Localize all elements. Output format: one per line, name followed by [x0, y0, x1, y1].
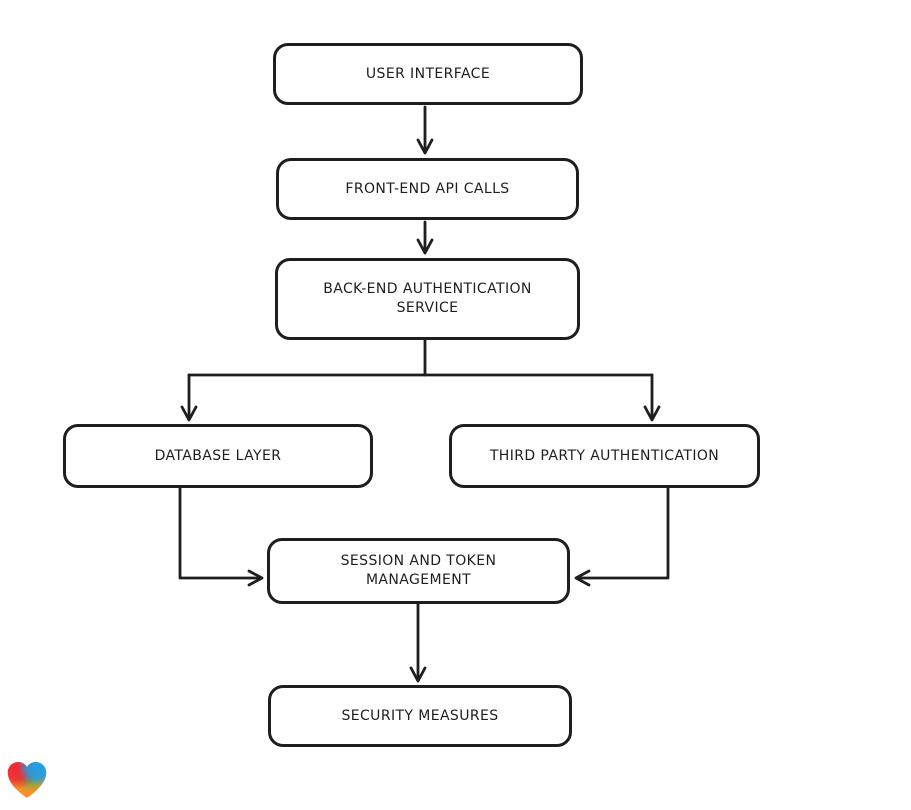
node-user-interface: USER INTERFACE	[273, 43, 583, 105]
arrowhead-api-to-backend	[416, 238, 434, 255]
arrowhead-thirdparty-to-session	[574, 569, 591, 587]
node-front-end-api-calls-label: FRONT-END API CALLS	[345, 180, 510, 197]
node-security-measures-label: SECURITY MEASURES	[341, 707, 499, 724]
node-third-party-authentication: THIRD PARTY AUTHENTICATION	[449, 424, 760, 488]
arrowhead-branch-left	[180, 405, 198, 422]
node-user-interface-label: USER INTERFACE	[365, 65, 491, 82]
heart-blue-lobe	[7, 762, 47, 798]
node-third-party-authentication-label: THIRD PARTY AUTHENTICATION	[489, 447, 720, 464]
arrowhead-db-to-session	[247, 569, 264, 587]
arrow-thirdparty-to-session	[577, 484, 670, 580]
node-back-end-authentication-service: BACK-END AUTHENTICATION SERVICE	[275, 258, 580, 340]
node-database-layer-label: DATABASE LAYER	[154, 447, 282, 464]
arrowhead-session-to-security	[409, 666, 427, 683]
node-back-end-authentication-service-label: BACK-END AUTHENTICATION SERVICE	[323, 281, 532, 316]
arrow-db-to-session	[178, 486, 261, 580]
arrowhead-branch-right	[643, 405, 661, 422]
node-session-and-token-management-label: SESSION AND TOKEN MANAGEMENT	[340, 553, 497, 588]
node-security-measures: SECURITY MEASURES	[268, 685, 572, 747]
node-front-end-api-calls: FRONT-END API CALLS	[276, 158, 579, 220]
gradient-heart-logo[interactable]	[7, 761, 47, 799]
node-session-and-token-management: SESSION AND TOKEN MANAGEMENT	[267, 538, 570, 604]
arrowhead-ui-to-api	[416, 138, 434, 155]
node-database-layer: DATABASE LAYER	[63, 424, 373, 488]
